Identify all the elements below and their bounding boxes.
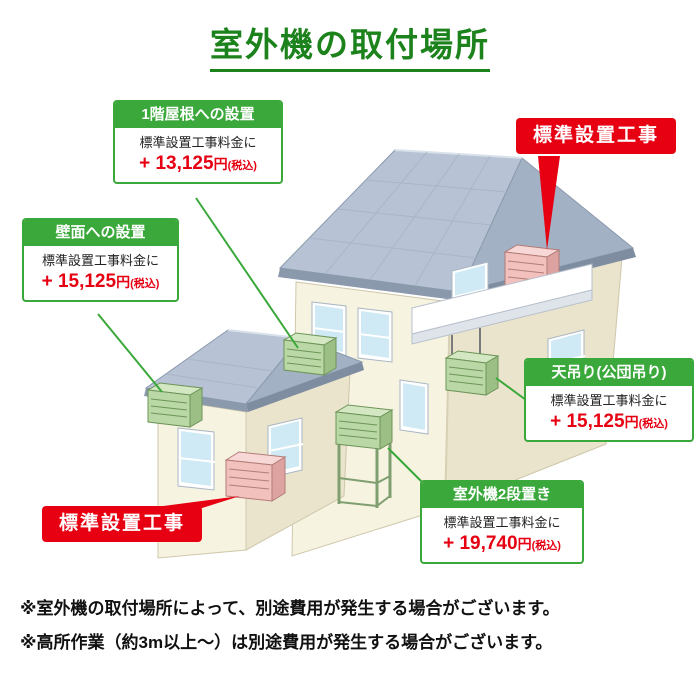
title-wrap: 室外機の取付場所	[0, 18, 700, 72]
balcony	[411, 263, 593, 345]
leader-line-ceiling	[495, 377, 527, 401]
price-unit: 円	[624, 413, 639, 430]
callout-two-tier-desc: 標準設置工事料金に	[443, 515, 561, 530]
note-line-1: ※室外機の取付場所によって、別途費用が発生する場合がございます。	[20, 599, 560, 618]
callout-roof-1f-price: + 13,125円(税込)	[115, 153, 281, 175]
price-amount: + 15,125	[550, 410, 625, 432]
callout-wall-price: + 15,125円(税込)	[24, 271, 177, 293]
callout-wall: 壁面への設置 標準設置工事料金に + 15,125円(税込)	[22, 218, 179, 302]
outdoor-unit-wall	[146, 382, 204, 428]
price-tax: (税込)	[227, 159, 257, 172]
price-amount: + 19,740	[443, 532, 518, 554]
leader-lines	[97, 197, 527, 487]
callout-ceiling-heading: 天吊り(公団吊り)	[526, 360, 692, 386]
callout-wall-heading: 壁面への設置	[24, 220, 177, 246]
callout-roof-1f-desc: 標準設置工事料金に	[139, 135, 257, 150]
callout-ceiling: 天吊り(公団吊り) 標準設置工事料金に + 15,125円(税込)	[524, 358, 694, 442]
arrow-standard-top-icon	[538, 156, 560, 250]
price-amount: + 15,125	[41, 270, 117, 292]
outdoor-unit-ground	[224, 451, 287, 502]
callout-ceiling-desc: 標準設置工事料金に	[550, 393, 668, 408]
callout-roof-1f: 1階屋根への設置 標準設置工事料金に + 13,125円(税込)	[113, 100, 283, 184]
callout-two-tier: 室外機2段置き 標準設置工事料金に + 19,740円(税込)	[420, 480, 584, 564]
callout-two-tier-heading: 室外機2段置き	[422, 482, 582, 508]
leader-line-roof-1f	[195, 197, 299, 349]
price-tax: (税込)	[638, 417, 668, 430]
price-unit: 円	[517, 535, 532, 552]
price-tax: (税込)	[130, 277, 160, 290]
outdoor-unit-ceiling-hung	[444, 328, 500, 396]
leader-line-two-tier	[387, 447, 427, 487]
callout-two-tier-price: + 19,740円(税込)	[422, 533, 582, 555]
leader-line-wall	[97, 313, 163, 393]
callout-ceiling-price: + 15,125円(税込)	[526, 411, 692, 433]
callout-wall-desc: 標準設置工事料金に	[41, 253, 159, 268]
price-tax: (税込)	[531, 539, 561, 552]
badge-standard-install-bottom: 標準設置工事	[42, 506, 202, 542]
notes: ※室外機の取付場所によって、別途費用が発生する場合がございます。 ※高所作業（約…	[20, 598, 690, 666]
outdoor-unit-two-tier	[334, 404, 394, 508]
price-amount: + 13,125	[139, 152, 214, 174]
price-unit: 円	[116, 273, 131, 290]
price-unit: 円	[213, 155, 228, 172]
outdoor-unit-roof	[282, 332, 338, 376]
callout-roof-1f-heading: 1階屋根への設置	[115, 102, 281, 128]
badge-standard-install-top: 標準設置工事	[516, 118, 676, 154]
page-title: 室外機の取付場所	[210, 18, 490, 72]
note-line-2: ※高所作業（約3m以上〜）は別途費用が発生する場合がございます。	[20, 633, 553, 653]
